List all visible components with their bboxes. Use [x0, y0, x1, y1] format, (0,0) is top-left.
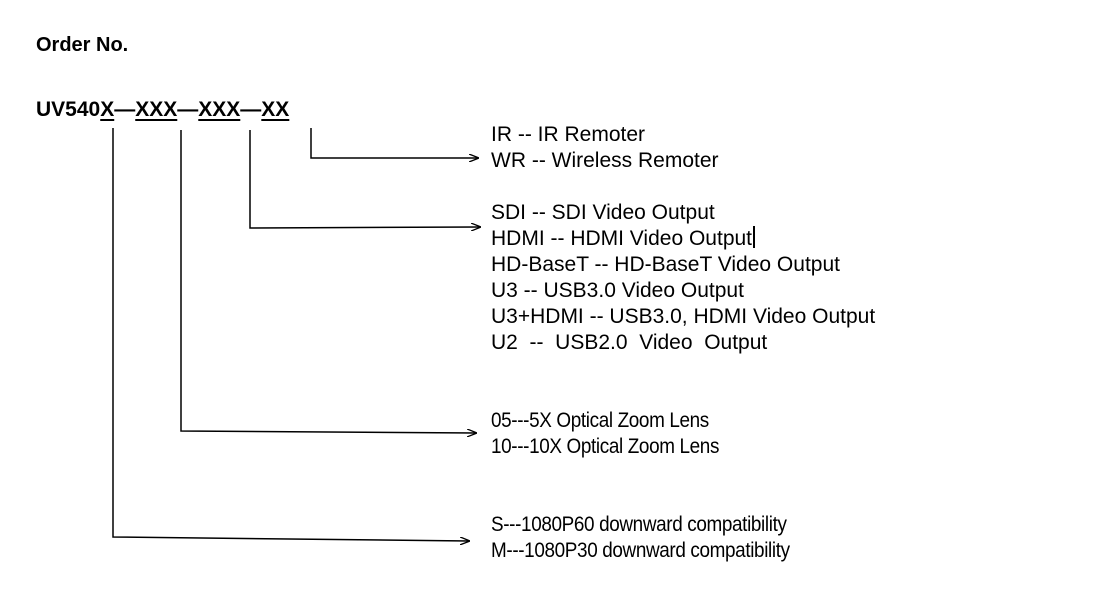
- option-u2: U2 -- USB2.0 Video Output: [491, 331, 768, 354]
- text-cursor: [753, 226, 756, 248]
- option-hdmi-row: HDMI -- HDMI Video Output: [491, 226, 875, 252]
- compatibility-options: S---1080P60 downward compatibility M---1…: [491, 512, 790, 564]
- diagram-title: Order No.: [36, 34, 129, 56]
- option-u3: U3 -- USB3.0 Video Output: [491, 279, 744, 302]
- code-segment-compatibility: X: [100, 98, 115, 121]
- option-hd-baset: HD-BaseT -- HD-BaseT Video Output: [491, 253, 840, 276]
- option-s: S---1080P60 downward compatibility: [491, 513, 787, 536]
- code-separator: —: [177, 98, 199, 121]
- connector-compatibility: [112, 128, 469, 541]
- code-segment-remote: XX: [261, 98, 290, 121]
- video-output-options: SDI -- SDI Video Output HDMI -- HDMI Vid…: [491, 200, 875, 356]
- code-separator: —: [114, 98, 136, 121]
- order-code: UV540X—XXX—XXX—XX: [36, 98, 289, 122]
- option-hdmi: HDMI -- HDMI Video Output: [491, 227, 753, 250]
- option-05: 05---5X Optical Zoom Lens: [491, 409, 709, 432]
- code-segment-zoom: XXX: [135, 98, 178, 121]
- connector-video-output: [249, 130, 480, 228]
- option-m: M---1080P30 downward compatibility: [491, 539, 790, 562]
- option-10: 10---10X Optical Zoom Lens: [491, 435, 720, 458]
- zoom-lens-options: 05---5X Optical Zoom Lens 10---10X Optic…: [491, 408, 719, 460]
- option-ir: IR -- IR Remoter: [491, 123, 646, 146]
- connector-remote: [310, 128, 478, 158]
- code-segment-video: XXX: [198, 98, 241, 121]
- code-prefix: UV540: [36, 98, 101, 121]
- remote-options: IR -- IR Remoter WR -- Wireless Remoter: [491, 122, 719, 174]
- code-separator: —: [240, 98, 262, 121]
- option-sdi: SDI -- SDI Video Output: [491, 201, 715, 224]
- connector-zoom-lens: [180, 130, 476, 433]
- option-wr: WR -- Wireless Remoter: [491, 149, 719, 172]
- option-u3-hdmi: U3+HDMI -- USB3.0, HDMI Video Output: [491, 305, 876, 328]
